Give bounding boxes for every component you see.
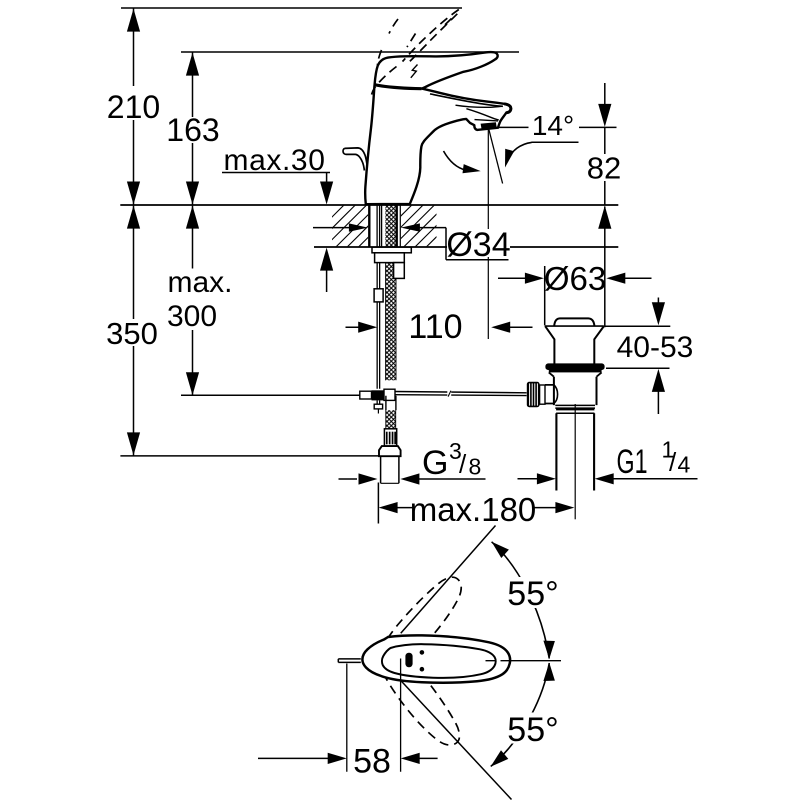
svg-text:/: / bbox=[669, 447, 677, 477]
svg-text:58: 58 bbox=[353, 743, 391, 781]
svg-text:55°: 55° bbox=[507, 575, 558, 613]
svg-text:210: 210 bbox=[107, 89, 160, 125]
svg-text:G: G bbox=[422, 444, 448, 482]
svg-text:Ø63: Ø63 bbox=[544, 260, 606, 297]
svg-text:G1: G1 bbox=[617, 443, 648, 481]
svg-text:110: 110 bbox=[408, 308, 462, 346]
svg-text:40-53: 40-53 bbox=[617, 331, 694, 364]
svg-text:3: 3 bbox=[449, 438, 462, 464]
svg-text:max.180: max.180 bbox=[410, 491, 537, 528]
svg-text:Ø34: Ø34 bbox=[446, 226, 510, 264]
svg-text:/: / bbox=[459, 449, 467, 479]
svg-text:4: 4 bbox=[678, 452, 691, 478]
svg-text:350: 350 bbox=[106, 316, 158, 351]
svg-text:14°: 14° bbox=[532, 110, 574, 141]
svg-text:163: 163 bbox=[166, 112, 219, 148]
svg-text:max.: max. bbox=[167, 266, 232, 299]
svg-text:300: 300 bbox=[167, 300, 217, 333]
svg-text:82: 82 bbox=[587, 151, 621, 186]
svg-text:55°: 55° bbox=[507, 711, 558, 749]
svg-text:1: 1 bbox=[662, 437, 675, 463]
svg-text:max.30: max.30 bbox=[224, 144, 326, 177]
svg-text:8: 8 bbox=[469, 454, 482, 480]
